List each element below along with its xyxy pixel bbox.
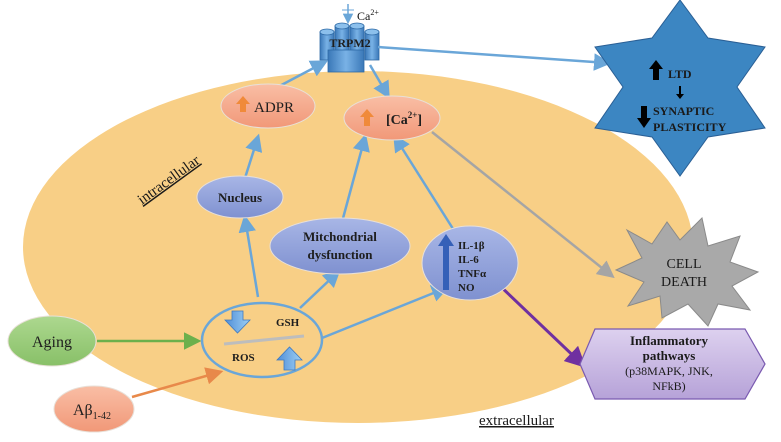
- inflammatory-label-line3: (p38MAPK, JNK,: [625, 364, 713, 378]
- gsh-label: GSH: [276, 317, 300, 329]
- arrow-cytokines-to-inflammatory: [496, 282, 587, 368]
- gsh-ros-node: GSH ROS: [200, 301, 324, 379]
- inflammatory-label-line2: pathways: [643, 348, 696, 363]
- cytokine-label-3: TNFα: [458, 268, 487, 280]
- cytokines-up-arrow-icon: [438, 234, 454, 290]
- trpm2-label: TRPM2: [329, 36, 370, 50]
- abeta-label: Aβ1-42: [73, 402, 111, 422]
- ca-concentration-label: [Ca2+]: [386, 110, 422, 128]
- inflammatory-pathways-hexagon: Inflammatory pathways (p38MAPK, JNK, NFk…: [579, 328, 766, 400]
- ca-bracket-close: ]: [417, 113, 422, 128]
- arrow-abeta-to-ros: [131, 367, 224, 399]
- calcium-ion-sup: 2+: [370, 8, 379, 17]
- cell-death-label-line1: CELL: [667, 257, 702, 272]
- synaptic-small-down-arrow-icon: [676, 86, 684, 99]
- ltd-up-arrow-icon: [649, 60, 663, 80]
- mito-label-line1: Mitchondrial: [303, 229, 377, 244]
- arrow-ca-to-cell-death: [431, 131, 615, 279]
- adpr-node: ADPR: [220, 83, 316, 129]
- calcium-ion-text: Ca: [357, 9, 371, 23]
- gsh-ros-divider: [223, 334, 305, 346]
- nucleus-label: Nucleus: [218, 190, 262, 205]
- nucleus-node: Nucleus: [196, 175, 284, 219]
- mitochondrial-dysfunction-node: Mitchondrial dysfunction: [269, 217, 411, 275]
- arrow-ros-to-mito: [299, 269, 341, 309]
- cytokine-label-1: IL-1β: [458, 240, 485, 252]
- arrow-nucleus-to-adpr: [243, 133, 263, 179]
- arrow-trpm2-to-star: [377, 45, 612, 71]
- abeta-sub: 1-42: [93, 411, 111, 422]
- inflammatory-label-line1: Inflammatory: [630, 333, 708, 348]
- ros-label: ROS: [232, 352, 255, 364]
- cytokine-label-2: IL-6: [458, 254, 479, 266]
- arrow-trpm2-to-ca: [368, 64, 390, 100]
- ca-bracket-sup: 2+: [408, 110, 418, 120]
- arrow-mito-to-ca: [340, 133, 370, 223]
- ca-bracket-open: [Ca: [386, 113, 408, 128]
- inflammatory-label-line4: NFkB): [652, 379, 685, 393]
- synaptic-label-line1: SYNAPTIC: [653, 104, 714, 118]
- trpm2-channel: TRPM2: [319, 22, 380, 73]
- ltd-label: LTD: [668, 67, 692, 81]
- ros-up-arrow-icon: [276, 346, 303, 371]
- arrow-ros-to-nucleus: [238, 214, 260, 298]
- calcium-concentration-node: [Ca2+]: [343, 95, 441, 141]
- mito-label-line2: dysfunction: [307, 247, 373, 262]
- arrow-cytokines-to-ca: [393, 134, 457, 233]
- adpr-label: ADPR: [254, 100, 294, 116]
- cytokine-label-4: NO: [458, 282, 475, 294]
- cytokines-node: IL-1β IL-6 TNFα NO: [421, 225, 519, 301]
- gsh-down-arrow-icon: [224, 310, 251, 334]
- synaptic-label-line2: PLASTICITY: [653, 120, 727, 134]
- ca-up-arrow-icon: [360, 109, 374, 126]
- cell-death-burst: CELL DEATH: [614, 216, 760, 327]
- abeta-node: Aβ1-42: [53, 385, 135, 433]
- extracellular-label: extracellular: [479, 413, 554, 429]
- synaptic-star: LTD SYNAPTIC PLASTICITY: [594, 0, 766, 177]
- synaptic-down-arrow-icon: [637, 106, 651, 128]
- adpr-up-arrow-icon: [236, 96, 250, 112]
- aging-label: Aging: [32, 334, 72, 351]
- calcium-ion-label: Ca2+: [357, 8, 379, 23]
- abeta-main: Aβ: [73, 402, 93, 419]
- aging-node: Aging: [7, 315, 97, 367]
- arrow-ros-to-cytokines: [321, 285, 450, 340]
- cell-death-label-line2: DEATH: [661, 275, 707, 290]
